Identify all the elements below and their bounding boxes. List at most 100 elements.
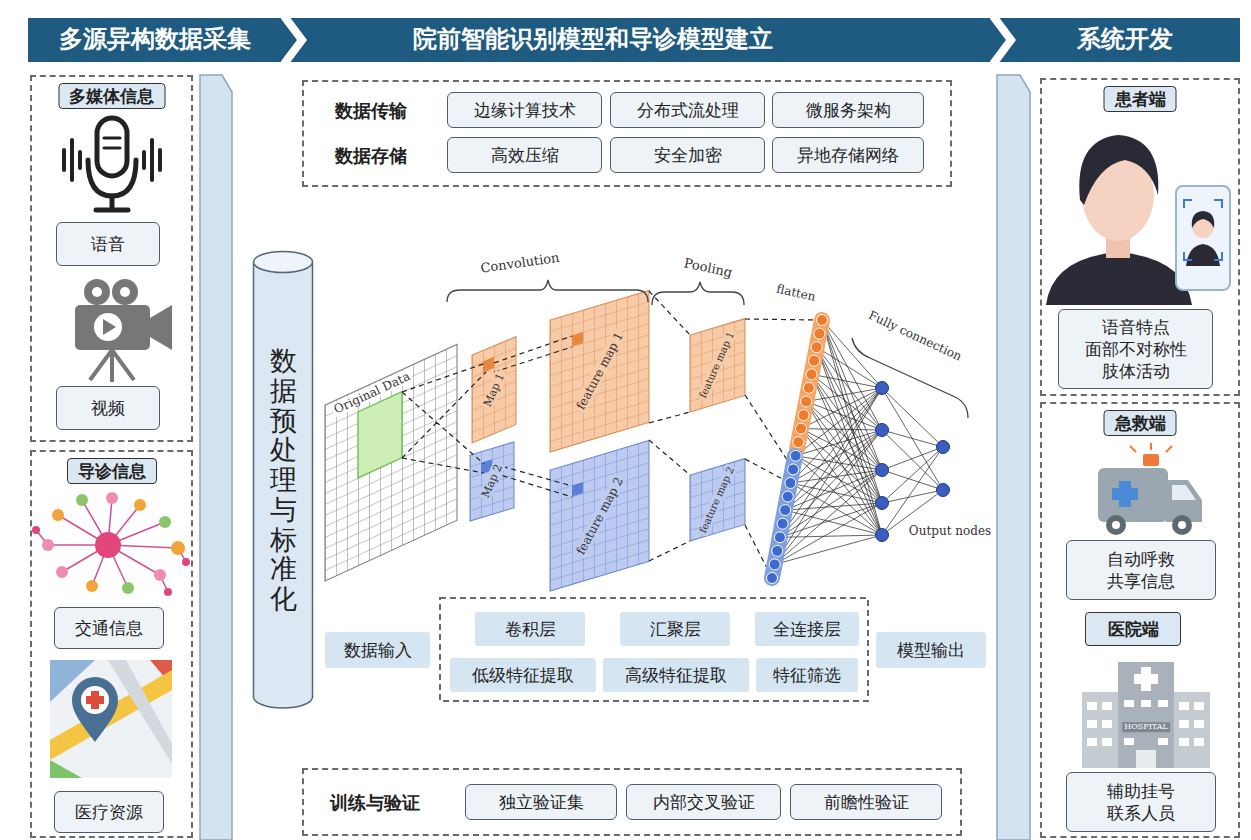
video-camera-icon-part <box>92 287 102 297</box>
group-heading: 急救端 <box>1104 410 1177 436</box>
video-camera-icon-part <box>94 313 122 341</box>
text-box: 安全加密 <box>610 137 765 173</box>
patient-figure-part <box>1186 244 1220 266</box>
microphone-icon-part <box>88 160 136 196</box>
box-text: 医院端 <box>1108 618 1159 640</box>
tag-box: 医院端 <box>1085 612 1181 646</box>
map-icon-part <box>72 677 118 742</box>
network-nodes-part <box>876 529 889 542</box>
hospital-icon-part-part <box>1141 700 1151 707</box>
patient-figure-part <box>1192 211 1215 228</box>
box-text: 模型输出 <box>897 639 965 661</box>
hospital-icon-part-part <box>1179 720 1189 728</box>
stage-title: 系统开发 <box>1077 24 1173 55</box>
flatten-column-part-part <box>806 369 817 380</box>
flatten-column-part-part <box>777 518 788 529</box>
microphone-icon-part <box>150 140 154 180</box>
network-icon-part <box>171 541 185 555</box>
hospital-icon-part <box>1087 700 1204 746</box>
flatten-column-part <box>793 315 828 448</box>
cnn-brackets <box>447 280 968 418</box>
ambulance-icon-part <box>1112 488 1138 500</box>
hospital-icon-part-part <box>1179 738 1189 746</box>
cnn-maps-part-part <box>358 392 402 478</box>
preprocess-cylinder: 数据预处理与标准化 <box>252 250 314 710</box>
network-icon-part <box>42 539 54 551</box>
microphone-icon-part <box>158 150 162 170</box>
cnn-brackets-part <box>652 282 744 305</box>
layer-box: 低级特征提取 <box>450 658 596 692</box>
box-text: 特征筛选 <box>773 664 841 686</box>
box-text: 内部交叉验证 <box>653 791 755 813</box>
network-icon-part <box>159 516 171 528</box>
illustration-label: Fully connection <box>864 307 965 364</box>
cylinder-shape-part <box>312 262 314 697</box>
video-camera-icon-part <box>120 287 130 297</box>
illustration-label: feature map 1 <box>696 328 738 402</box>
flatten-column-part-part <box>801 396 812 407</box>
cnn-maps-part-part <box>472 337 516 443</box>
cylinder-shape-part <box>253 262 255 697</box>
cnn-maps-part <box>470 442 514 521</box>
cnn-maps-part <box>550 440 649 591</box>
box-text: 安全加密 <box>654 144 722 166</box>
cylinder-shape-part <box>254 252 313 273</box>
box-text: 交通信息 <box>75 617 143 639</box>
network-icon-part <box>86 580 98 592</box>
video-camera-icon-part <box>90 350 112 380</box>
cnn-dashed-links-part <box>649 291 690 561</box>
box-text: 卷积层 <box>505 618 556 640</box>
flatten-column-part-part <box>788 464 799 475</box>
illustration-label: Convolution <box>478 249 563 276</box>
illustration-label: Output nodes <box>907 524 993 538</box>
flow-band-part <box>200 75 232 840</box>
box-text: 汇聚层 <box>650 618 701 640</box>
microphone-icon-part <box>96 208 128 213</box>
map-icon-part <box>86 696 104 704</box>
flatten-column-part-part <box>769 559 780 570</box>
text-box: 语音 <box>56 222 160 266</box>
header-band-part <box>28 18 1240 62</box>
network-icon-part <box>106 492 118 504</box>
hospital-icon-part-part <box>1087 702 1097 710</box>
cnn-dashed-links <box>402 291 816 578</box>
patient-figure-part <box>1184 200 1222 260</box>
video-camera-icon-part <box>112 279 138 305</box>
illustration-label: Pooling <box>681 255 736 281</box>
layer-box: 全连接层 <box>755 612 859 646</box>
illustration-label: flatten <box>773 281 819 304</box>
ambulance-icon-part <box>1172 485 1196 500</box>
box-text: 前瞻性验证 <box>824 791 909 813</box>
ambulance-icon-part <box>1143 454 1159 466</box>
network-icon <box>32 492 190 596</box>
text-box: 内部交叉验证 <box>626 784 781 820</box>
dense-links-part <box>775 320 882 564</box>
flow-band-part <box>997 75 1030 840</box>
network-icon-part <box>76 494 88 506</box>
network-nodes-part <box>937 441 950 454</box>
header-band-part <box>284 16 302 64</box>
cylinder-shape-part <box>254 262 313 697</box>
text-box: 医疗资源 <box>54 791 164 833</box>
microphone-icon-part <box>110 196 115 208</box>
map-icon-part <box>81 686 109 714</box>
cnn-maps-part-part <box>572 332 583 346</box>
illustration-label: Original Data <box>330 368 414 417</box>
dense-links-part <box>775 320 882 564</box>
box-text: 微服务架构 <box>806 99 891 121</box>
cnn-maps-part-part <box>550 290 649 452</box>
box-text: 分布式流处理 <box>637 99 739 121</box>
hospital-icon-part-part <box>1087 720 1097 728</box>
dashed-group: 多媒体信息语音视频 <box>30 75 193 442</box>
network-icon-part <box>182 558 190 566</box>
microphone-icon-part <box>97 118 127 176</box>
box-text: 异地存储网络 <box>797 144 899 166</box>
box-text: 自动呼救 共享信息 <box>1107 548 1175 592</box>
header-band <box>28 16 1240 64</box>
hospital-icon <box>1082 662 1210 768</box>
patient-figure-part <box>1079 135 1158 205</box>
hospital-icon-part-part <box>1179 702 1189 710</box>
flatten-column-part-part <box>793 437 804 448</box>
dense-links-part <box>775 320 882 564</box>
